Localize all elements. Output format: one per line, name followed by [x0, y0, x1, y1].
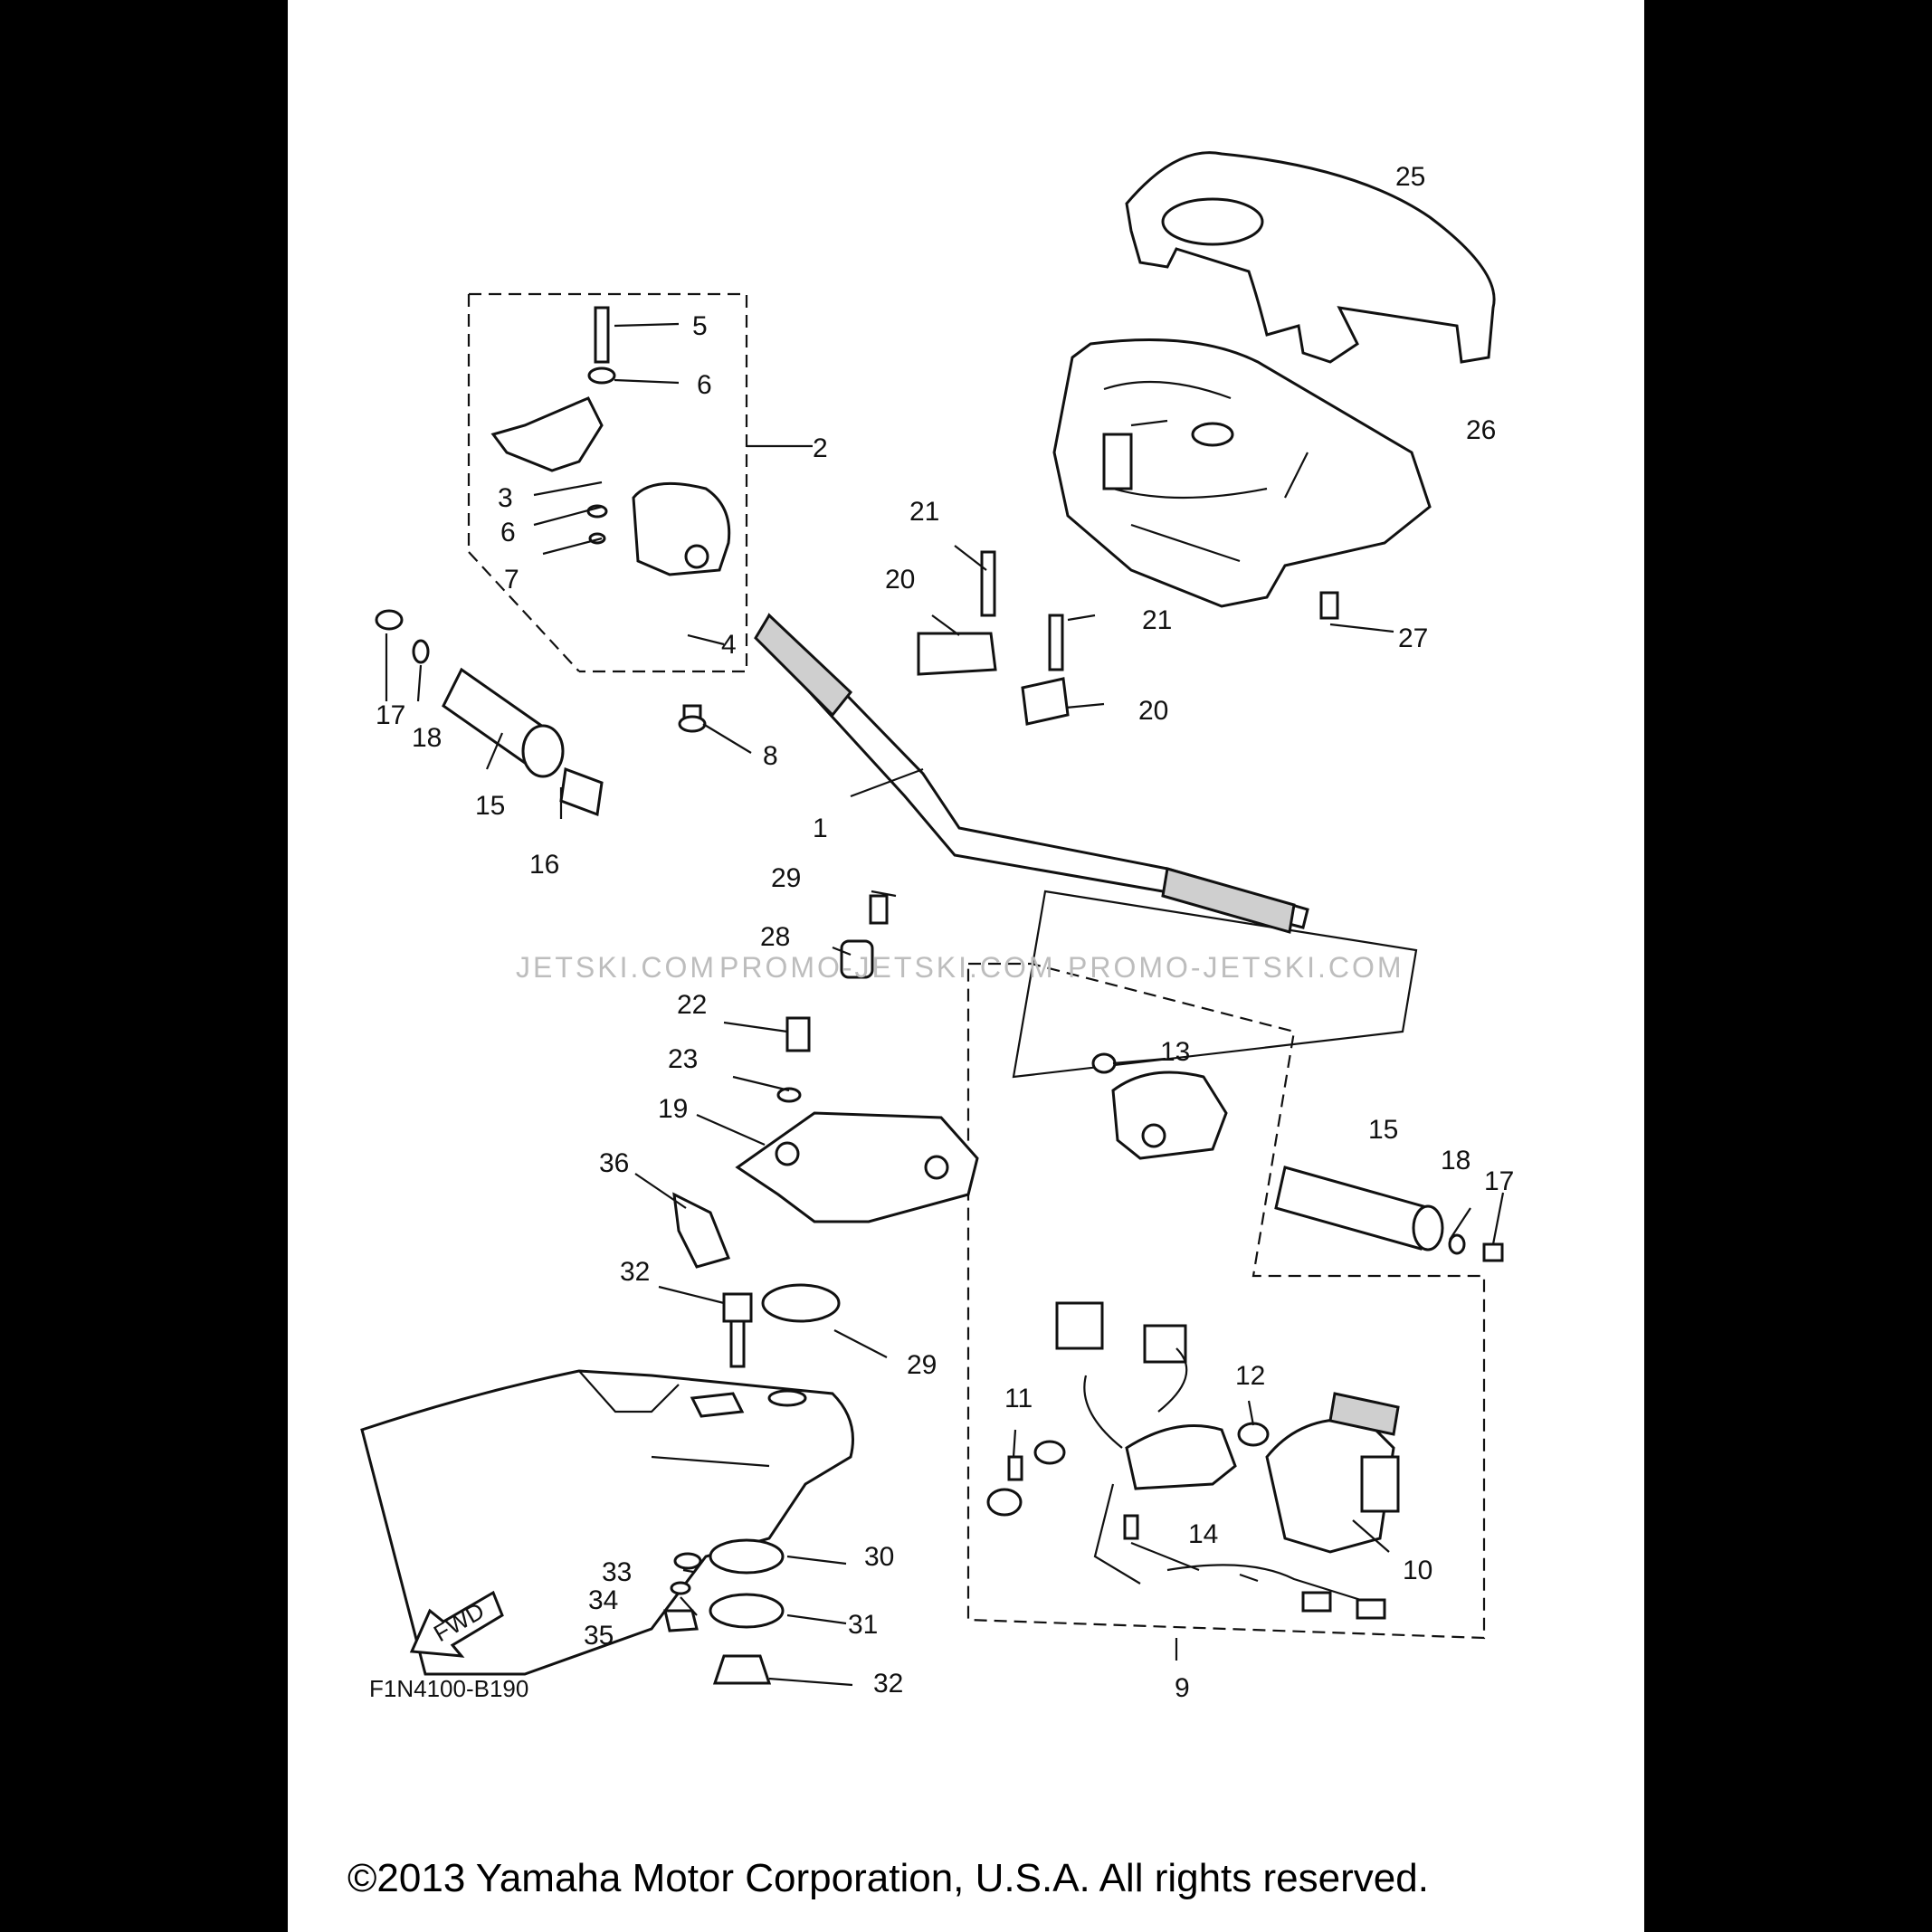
copyright-notice: ©2013 Yamaha Motor Corporation, U.S.A. A… [347, 1856, 1429, 1900]
lower-hardware [663, 1538, 785, 1685]
clamp-upper-left [917, 550, 997, 676]
watermark-1: JETSKI.COM [516, 951, 717, 984]
callout-26: 27 [1398, 623, 1428, 653]
callout-16: 16 [529, 850, 559, 880]
strap-36 [672, 1192, 731, 1269]
callout-17a: 17 [376, 700, 405, 730]
left-grip [375, 609, 604, 817]
callout-24: 25 [1395, 162, 1425, 192]
guard-10 [1265, 1392, 1400, 1554]
switch-internals [986, 1301, 1270, 1585]
callout-23: 23 [668, 1044, 698, 1074]
group-box-grip-right [1012, 890, 1418, 1079]
bolt-32 [722, 1292, 753, 1368]
handlebar [754, 613, 1309, 934]
clamp-upper-right [1021, 614, 1070, 726]
callout-36: 36 [599, 1148, 629, 1178]
group-box-9 [966, 962, 1486, 1640]
handle-cover [1052, 338, 1432, 608]
callout-4: 4 [721, 630, 737, 660]
callout-12: 12 [1235, 1361, 1265, 1391]
callout-13: 13 [1160, 1037, 1190, 1067]
callout-9: 9 [1175, 1673, 1190, 1703]
washer-29-upper [761, 1283, 841, 1323]
callout-18a: 18 [412, 723, 442, 753]
callout-5: 5 [692, 311, 708, 341]
callout-30: 31 [848, 1610, 878, 1640]
callout-22: 22 [677, 990, 707, 1020]
callout-6b: 6 [500, 518, 516, 547]
callout-11: 11 [1004, 1384, 1033, 1413]
callout-15b: 15 [1368, 1115, 1398, 1145]
callout-34: 34 [588, 1585, 618, 1615]
callout-7: 7 [504, 565, 519, 595]
callout-19: 19 [658, 1094, 688, 1124]
callout-15a: 15 [475, 791, 505, 821]
watermark-3: PROMO-JETSKI.COM [1068, 951, 1404, 984]
callout-14: 14 [1188, 1519, 1218, 1549]
callout-27: 28 [760, 922, 790, 952]
switch-housing-right [1091, 1052, 1228, 1160]
callout-2: 2 [813, 433, 828, 463]
wire-harness [1166, 1564, 1386, 1620]
callout-21a: 21 [909, 497, 939, 527]
diagram-code: F1N4100-B190 [369, 1675, 528, 1702]
callout-25: 26 [1466, 415, 1496, 445]
callout-10: 10 [1403, 1556, 1432, 1585]
watermark-2: PROMO-JETSKI.COM [719, 951, 1056, 984]
callout-33: 33 [602, 1557, 632, 1587]
callout-20a: 20 [885, 565, 915, 595]
callout-8: 8 [763, 741, 778, 771]
callout-29b: 30 [864, 1542, 894, 1572]
watermark: JETSKI.COM PROMO-JETSKI.COM PROMO-JETSKI… [516, 951, 1404, 984]
screw-26 [1319, 591, 1339, 620]
throttle-housing [632, 481, 731, 576]
right-grip [1274, 1166, 1504, 1262]
steering-mount [735, 1111, 979, 1223]
callout-21b: 21 [1142, 605, 1172, 635]
callout-6a: 6 [697, 370, 712, 400]
leader-lines [385, 322, 1505, 1687]
group-box-2 [467, 292, 748, 673]
screw-8 [678, 704, 707, 733]
callout-17b: 17 [1484, 1166, 1514, 1196]
callout-28: 29 [771, 863, 801, 893]
callout-20b: 20 [1138, 696, 1168, 726]
callout-labels: 5 6 2 3 6 7 4 8 17 18 15 16 1 21 20 21 2… [376, 162, 1514, 1703]
callout-3: 3 [498, 483, 513, 513]
callout-31: 32 [873, 1669, 903, 1699]
callout-18b: 18 [1441, 1146, 1470, 1175]
cover-top [1125, 151, 1496, 364]
callout-29a: 29 [907, 1350, 937, 1380]
callout-1: 1 [813, 814, 828, 843]
callout-35: 35 [584, 1621, 614, 1651]
callout-32: 32 [620, 1257, 650, 1287]
parts-22-23-27-28 [776, 894, 889, 1103]
